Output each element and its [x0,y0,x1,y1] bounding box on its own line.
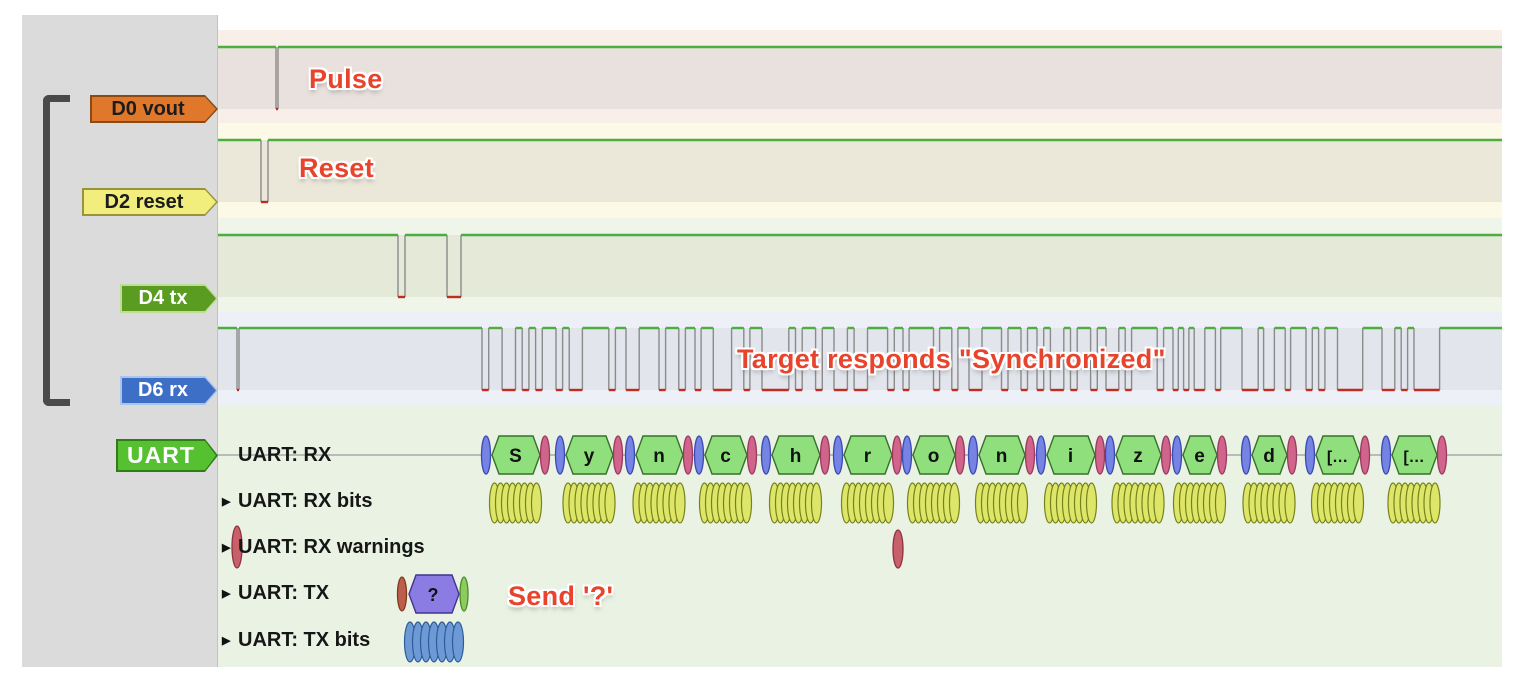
channel-tag-d4[interactable]: D4 tx [120,284,218,313]
annotation-target-responds: Target responds "Synchronized" [737,344,1166,374]
channel-tag-d0[interactable]: D0 vout [90,95,218,123]
channel-tag-label: D0 vout [111,97,185,120]
channel-tag-fill [122,286,216,311]
uart-row-tx[interactable]: ▶ UART: TX [222,580,329,606]
channel-band-main-d4 [218,235,1502,297]
uart-row-label-rx-warnings: UART: RX warnings [238,535,425,558]
channel-band-main-d2 [218,140,1502,202]
channel-group-bracket [43,95,70,406]
uart-row-label-rx: UART: RX [238,443,332,466]
channel-tag-label: D6 rx [137,379,189,401]
channel-tag-d2[interactable]: D2 reset [82,188,218,216]
uart-row-tx-bits[interactable]: ▶ UART: TX bits [222,627,370,653]
channel-tag-label: D4 tx [138,287,188,309]
uart-row-rx-bits[interactable]: ▶ UART: RX bits [222,488,372,514]
annotation-reset: Reset [299,153,375,183]
channel-tag-fill [84,190,216,214]
channel-tag-d6[interactable]: D6 rx [120,376,218,405]
channel-sidebar [22,15,218,667]
channel-tag-label: UART [127,442,195,468]
disclosure-triangle-icon[interactable]: ▶ [222,541,231,554]
channel-tag-label: D2 reset [104,190,184,213]
channel-tag-fill [92,97,216,121]
channel-band-main-d6 [218,328,1502,390]
uart-row-label-rx-bits: UART: RX bits [238,489,373,512]
disclosure-triangle-icon[interactable]: ▶ [222,587,231,600]
channel-band-main-d0 [218,47,1502,109]
uart-row-label-tx: UART: TX [238,581,330,604]
uart-row-rx-warnings[interactable]: ▶ UART: RX warnings [222,534,425,560]
annotation-send-question: Send '?' [508,581,614,611]
channel-tag-fill [122,378,216,403]
channel-tag-uart[interactable]: UART [116,439,218,472]
disclosure-triangle-icon[interactable]: ▶ [222,634,231,647]
annotation-pulse: Pulse [309,64,383,94]
channel-tag-fill [118,441,216,470]
uart-row-label-tx-bits: UART: TX bits [238,628,371,651]
disclosure-triangle-icon[interactable]: ▶ [222,495,231,508]
uart-row-rx: UART: RX [222,442,331,468]
